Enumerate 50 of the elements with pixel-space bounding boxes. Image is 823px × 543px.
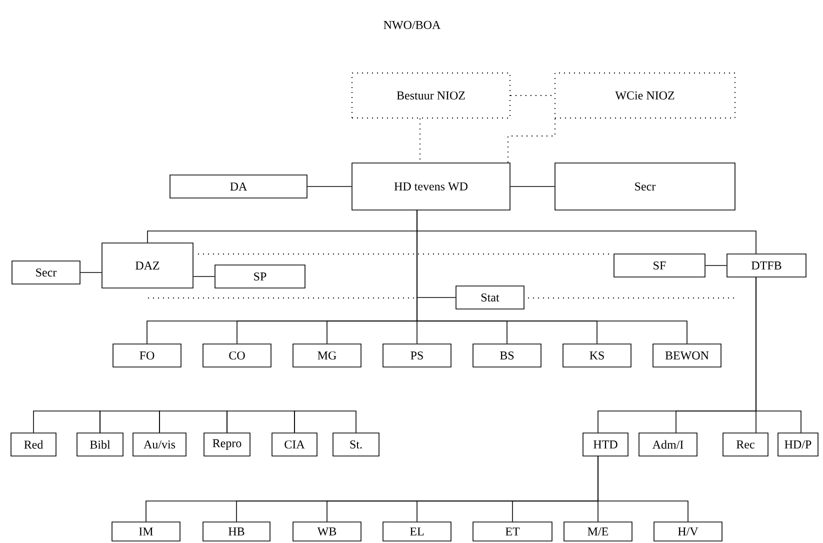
box: Red xyxy=(10,432,56,456)
box: Adm/I xyxy=(638,432,698,456)
connector-line xyxy=(416,210,688,344)
box: Secr xyxy=(12,260,80,284)
box: DA xyxy=(170,174,308,198)
box: Stat xyxy=(456,286,524,310)
box: KS xyxy=(562,344,632,368)
connector-line xyxy=(159,410,228,433)
box: EL xyxy=(382,522,452,542)
dotted-connector xyxy=(508,118,556,164)
box: HD/P xyxy=(778,432,818,456)
connector-line xyxy=(193,276,215,277)
box: BS xyxy=(472,344,542,368)
box: H/V xyxy=(654,522,722,542)
connector-line xyxy=(510,186,555,187)
connector-line xyxy=(294,410,356,433)
box: MG xyxy=(292,344,362,368)
box: HTD xyxy=(582,432,628,456)
box: ET xyxy=(472,522,552,542)
connector-line xyxy=(100,410,160,433)
box: BEWON xyxy=(652,344,722,368)
box: Au/vis xyxy=(132,432,186,456)
box: SF xyxy=(614,254,706,278)
box: Secr xyxy=(554,162,736,210)
connector-line xyxy=(756,277,802,433)
connector-line xyxy=(705,265,727,266)
connector-line xyxy=(307,186,352,187)
connector-line xyxy=(598,456,688,522)
box: HB xyxy=(202,522,270,542)
box: FO xyxy=(112,344,182,368)
box: St. xyxy=(332,432,380,456)
dotted-box: WCie NIOZ xyxy=(554,72,736,118)
box: DTFB xyxy=(726,254,806,278)
title: NWO/BOA xyxy=(384,20,441,30)
box: M/E xyxy=(564,522,632,542)
connector-line xyxy=(226,410,295,433)
box: CIA xyxy=(272,432,318,456)
box: CO xyxy=(202,344,272,368)
box: Bibl xyxy=(76,432,124,456)
dotted-box: Bestuur NIOZ xyxy=(352,72,510,118)
box: WB xyxy=(292,522,362,542)
box: HD tevens WD xyxy=(352,162,510,210)
connector-line xyxy=(33,410,100,433)
box: PS xyxy=(382,344,452,368)
box: IM xyxy=(112,522,180,542)
connector-line xyxy=(80,272,102,273)
box: Repro xyxy=(204,432,250,456)
box: SP xyxy=(214,264,306,288)
box: DAZ xyxy=(102,242,194,288)
box: Rec xyxy=(722,432,768,456)
